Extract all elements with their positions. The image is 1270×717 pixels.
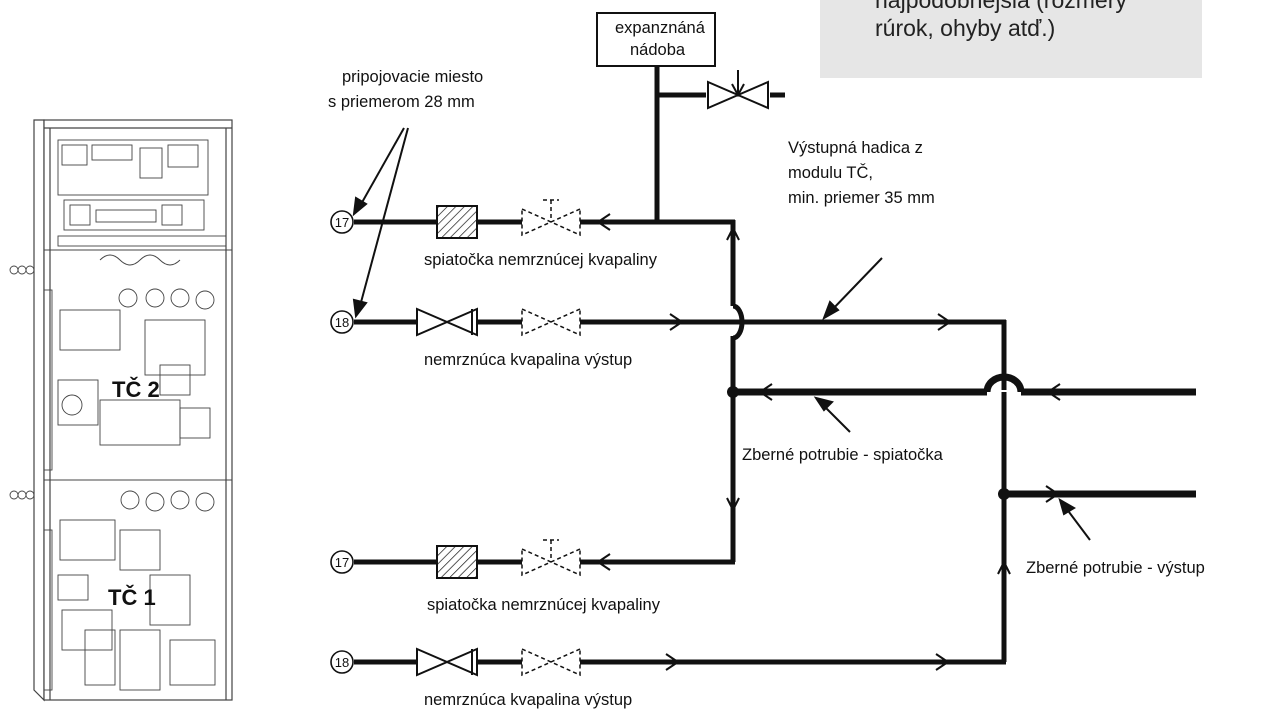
optional-valves — [521, 199, 581, 677]
note-line-2: rúrok, ohyby atď.) — [875, 15, 1056, 41]
module-upper — [43, 254, 232, 481]
collector-return-label: Zberné potrubie - spiatočka — [742, 446, 943, 464]
flow-arrow-down — [726, 497, 740, 513]
connector-17-bottom-label: 17 — [335, 555, 349, 570]
expansion-valve — [707, 70, 769, 110]
expansion-tank-label-1: expanznáná — [615, 19, 705, 37]
flow-arrows — [596, 213, 1061, 671]
crossover-hop-2 — [983, 373, 1025, 393]
side-ports — [9, 265, 35, 500]
connector-18-bottom-label: 18 — [335, 655, 349, 670]
note-line-1: najpodobnejšia (rozmery — [875, 0, 1127, 13]
expansion-tank-box — [596, 12, 716, 67]
flow-arrow-right — [935, 653, 950, 671]
connector-17-top-label: 17 — [335, 215, 349, 230]
expansion-tank-label-2: nádoba — [630, 41, 686, 59]
output-bottom-label: nemrznúca kvapalina výstup — [424, 691, 633, 709]
connection-point-label-2: s priemerom 28 mm — [328, 93, 475, 111]
note-box — [820, 0, 1202, 78]
strainer-top — [436, 205, 478, 239]
output-hose-label-2: modulu TČ, — [788, 164, 873, 182]
junction-dot — [727, 386, 739, 398]
output-top-label: nemrznúca kvapalina výstup — [424, 351, 633, 369]
control-board — [44, 139, 232, 251]
shutoff-valve-top — [416, 307, 478, 337]
flow-arrow-right — [937, 313, 952, 331]
unit-label-tc2: TČ 2 — [112, 377, 160, 402]
return-bottom-label: spiatočka nemrznúcej kvapaliny — [427, 596, 660, 614]
unit-label-tc1: TČ 1 — [108, 585, 156, 610]
flow-arrow-left — [596, 213, 611, 231]
flow-arrow-left — [596, 553, 611, 571]
flow-arrow-up — [726, 225, 740, 241]
module-lower — [43, 490, 216, 691]
strainer-bottom — [436, 545, 478, 579]
junction-dot — [998, 488, 1010, 500]
connector-18-top — [330, 310, 354, 334]
flow-arrow-up — [997, 559, 1011, 575]
flow-arrow-right — [669, 313, 684, 331]
shutoff-valve-bottom — [416, 647, 478, 677]
return-top-label: spiatočka nemrznúcej kvapaliny — [424, 251, 657, 269]
flow-arrow-right — [1045, 485, 1060, 503]
leader-lines — [352, 127, 1091, 541]
connector-17-bottom — [330, 550, 354, 574]
connector-17-top — [330, 210, 354, 234]
flow-arrow-left — [758, 383, 773, 401]
heat-pump-cabinet — [9, 119, 233, 702]
output-hose-label-1: Výstupná hadica z — [788, 139, 923, 157]
output-hose-label-3: min. priemer 35 mm — [788, 189, 935, 207]
connector-18-top-label: 18 — [335, 315, 349, 330]
pipes — [354, 66, 1196, 665]
collector-output-label: Zberné potrubie - výstup — [1026, 559, 1205, 577]
connectors — [330, 210, 354, 674]
flow-arrow-right — [665, 653, 680, 671]
connector-18-bottom — [330, 650, 354, 674]
flow-arrow-left — [1046, 383, 1061, 401]
note-text: najpodobnejšia (rozmery rúrok, ohyby atď… — [875, 0, 1195, 42]
connection-point-label-1: pripojovacie miesto — [342, 68, 484, 86]
